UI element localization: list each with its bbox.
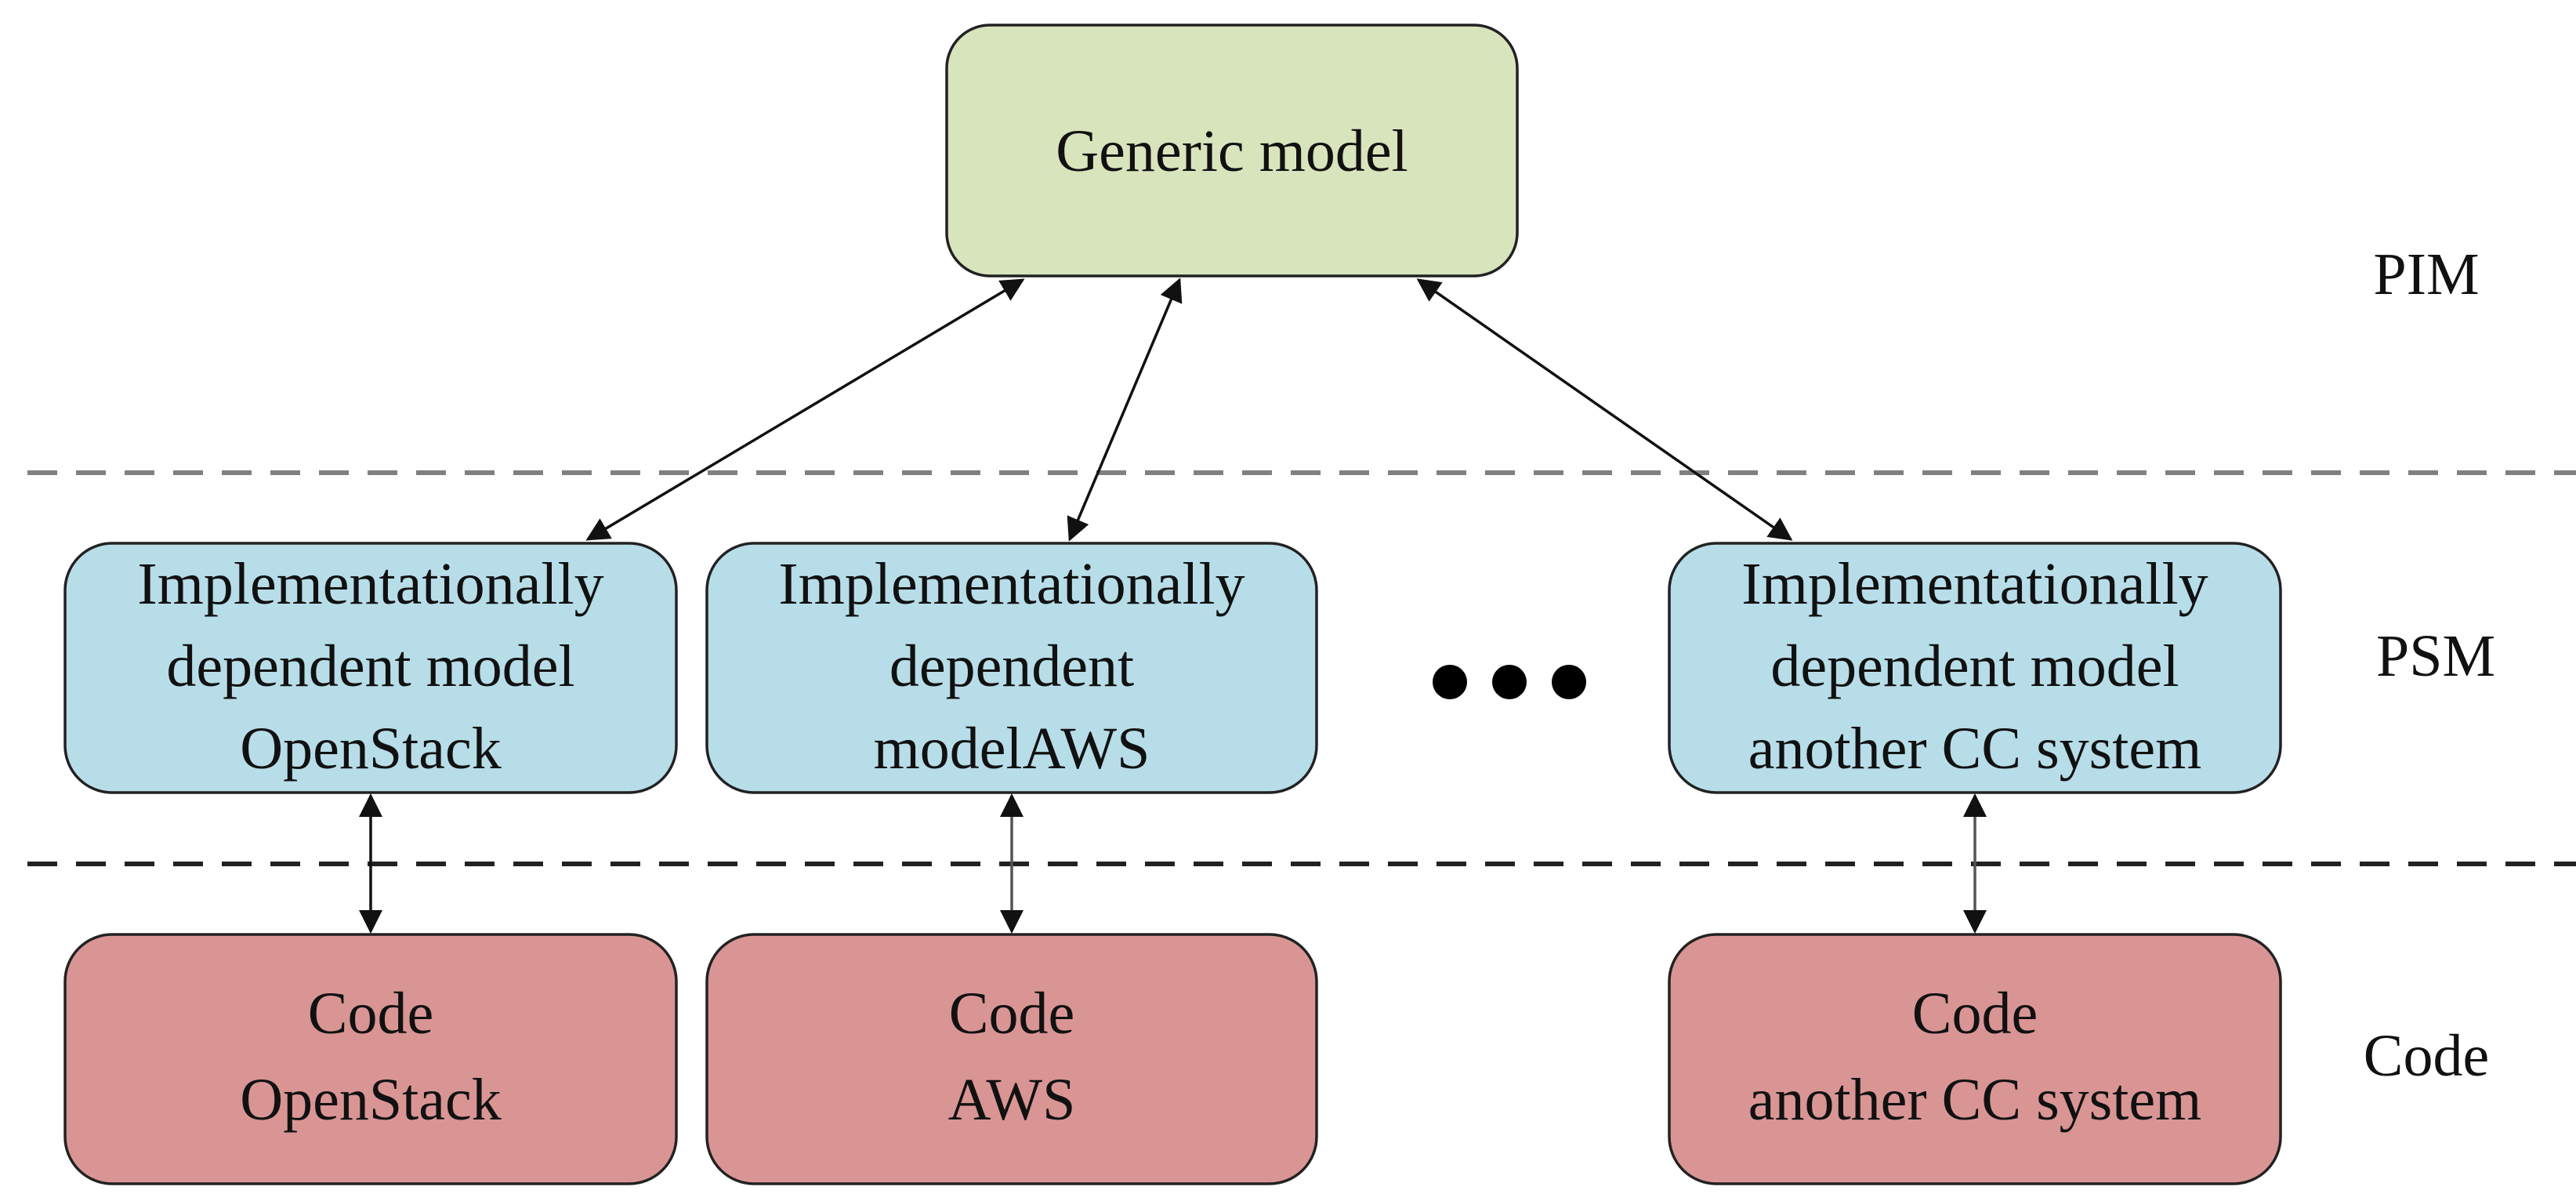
layer-label-psm: PSM xyxy=(2376,623,2495,689)
code-box-aws: Code AWS xyxy=(705,933,1318,1185)
psm-openstack-line-1: Implementationally xyxy=(137,551,603,617)
psm-box-openstack: Implementationally dependent model OpenS… xyxy=(63,542,678,794)
code-aws-line-1: Code xyxy=(949,981,1074,1047)
arrow-generic-openstack xyxy=(585,278,1025,541)
code-aws-line-2: AWS xyxy=(948,1067,1076,1133)
psm-another-line-3: another CC system xyxy=(1748,716,2201,782)
generic-model-label: Generic model xyxy=(1056,118,1408,184)
psm-box-another-cc: Implementationally dependent model anoth… xyxy=(1668,542,2282,794)
code-another-line-2: another CC system xyxy=(1748,1067,2201,1133)
psm-aws-line-3: modelAWS xyxy=(874,716,1150,782)
generic-model-box: Generic model xyxy=(945,24,1519,278)
psm-openstack-line-2: dependent model xyxy=(166,633,574,699)
code-box-another-cc: Code another CC system xyxy=(1668,933,2282,1185)
code-openstack-line-1: Code xyxy=(308,981,433,1047)
code-box-openstack: Code OpenStack xyxy=(63,933,678,1185)
psm-aws-line-1: Implementationally xyxy=(778,551,1245,617)
psm-openstack-line-3: OpenStack xyxy=(240,716,501,782)
layer-label-code: Code xyxy=(2364,1023,2489,1089)
arrow-generic-another-cc xyxy=(1416,278,1793,541)
ellipsis-icon xyxy=(1433,665,1586,699)
psm-box-aws: Implementationally dependent modelAWS xyxy=(705,542,1318,794)
psm-another-line-2: dependent model xyxy=(1770,633,2179,699)
code-another-line-1: Code xyxy=(1912,981,2038,1047)
psm-another-line-1: Implementationally xyxy=(1741,551,2208,617)
psm-aws-line-2: dependent xyxy=(889,633,1134,699)
code-openstack-line-2: OpenStack xyxy=(240,1067,501,1133)
layer-label-pim: PIM xyxy=(2373,241,2479,307)
arrow-generic-aws xyxy=(1067,278,1183,542)
